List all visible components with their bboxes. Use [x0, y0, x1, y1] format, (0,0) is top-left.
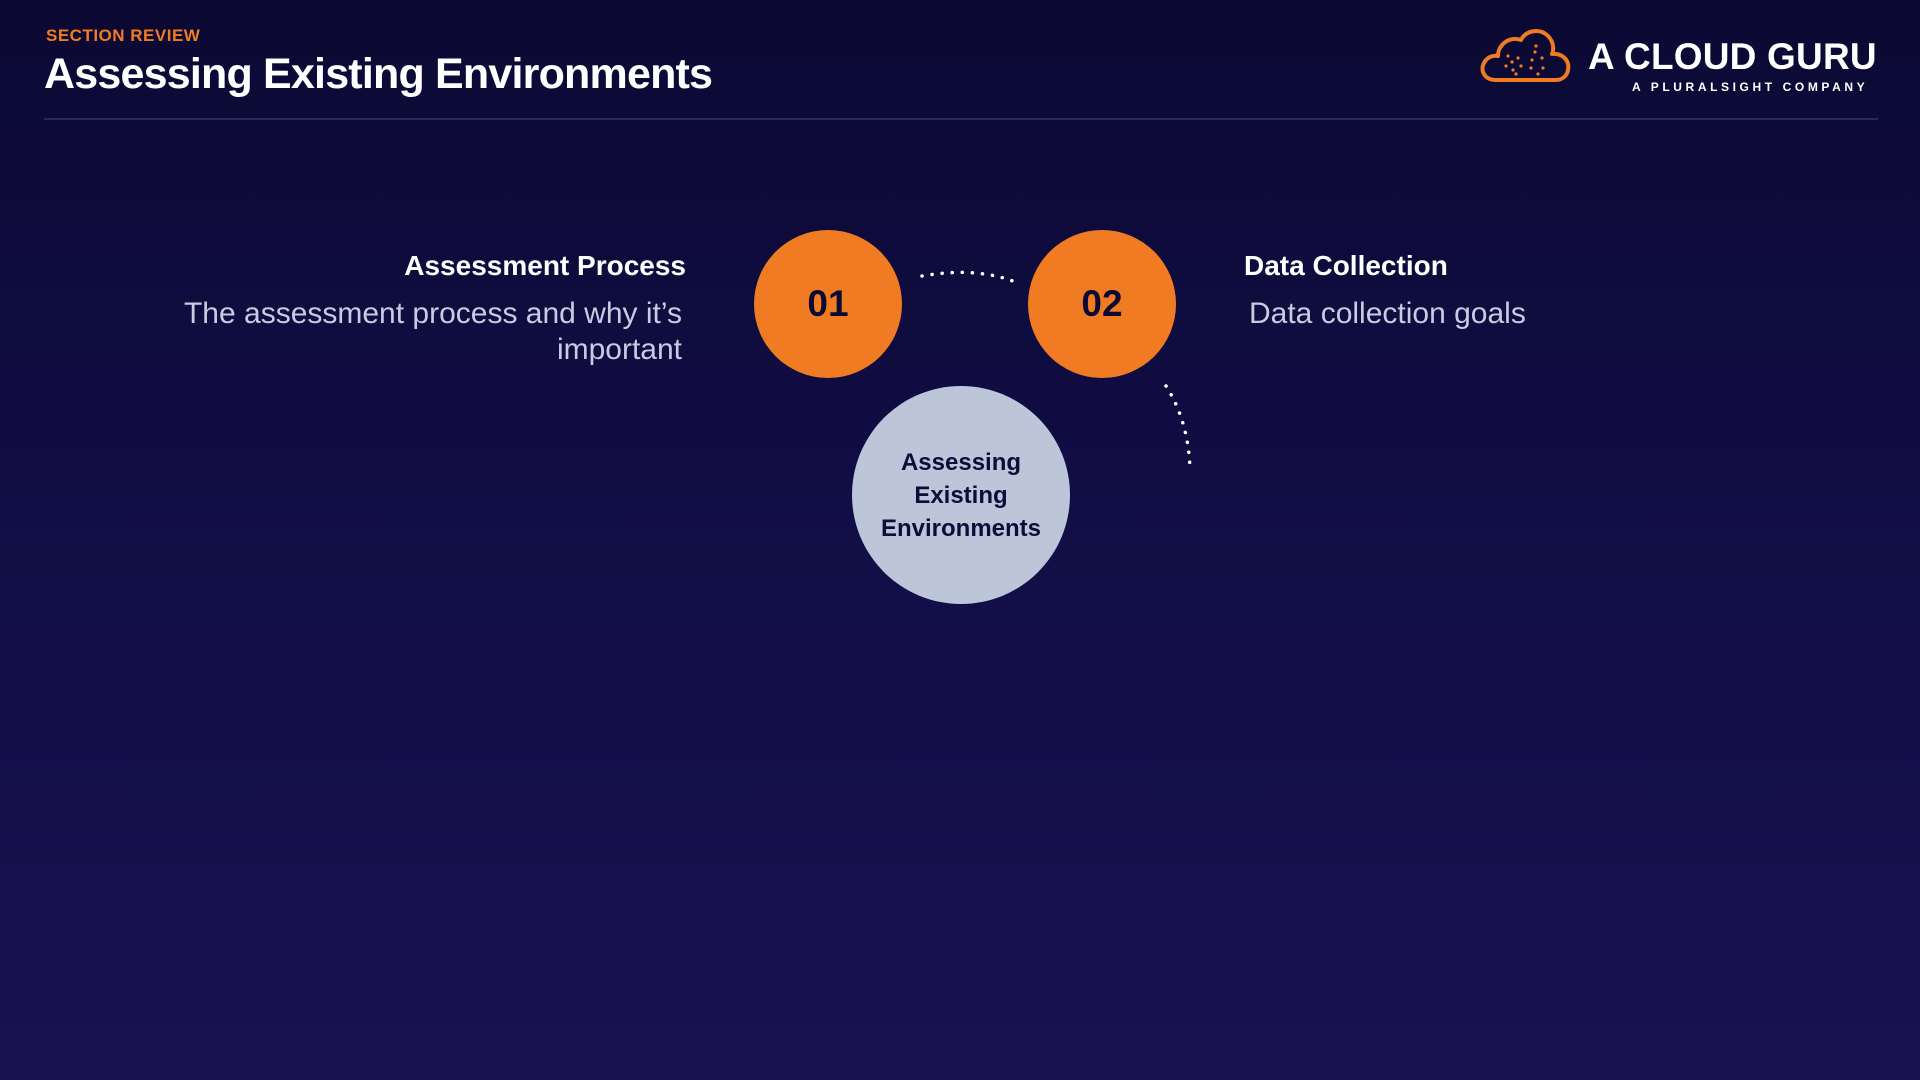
brand-tagline: A PLURALSIGHT COMPANY: [1632, 80, 1869, 94]
section-label: SECTION REVIEW: [46, 26, 201, 45]
connector-01-02: [920, 270, 1022, 286]
step-heading-data-collection: Data Collection: [1244, 250, 1448, 281]
connector-02-next: [1164, 384, 1192, 470]
brand-name: A CLOUD GURU: [1588, 36, 1877, 77]
step-circle-02: 02: [1028, 230, 1176, 378]
step-circle-01: 01: [754, 230, 902, 378]
cloud-logo-icon: [1480, 29, 1571, 82]
center-topic-circle: Assessing Existing Environments: [852, 386, 1070, 604]
step-description-assessment-process: The assessment process and why it’s impo…: [183, 297, 682, 366]
step-number-01: 01: [807, 283, 849, 324]
step-description-data-collection: Data collection goals: [1249, 297, 1526, 330]
page-title: Assessing Existing Environments: [44, 50, 713, 98]
step-number-02: 02: [1081, 283, 1123, 324]
step-heading-assessment-process: Assessment Process: [404, 250, 686, 281]
center-topic-label: Assessing Existing Environments: [880, 448, 1042, 542]
header-divider: [44, 118, 1878, 120]
